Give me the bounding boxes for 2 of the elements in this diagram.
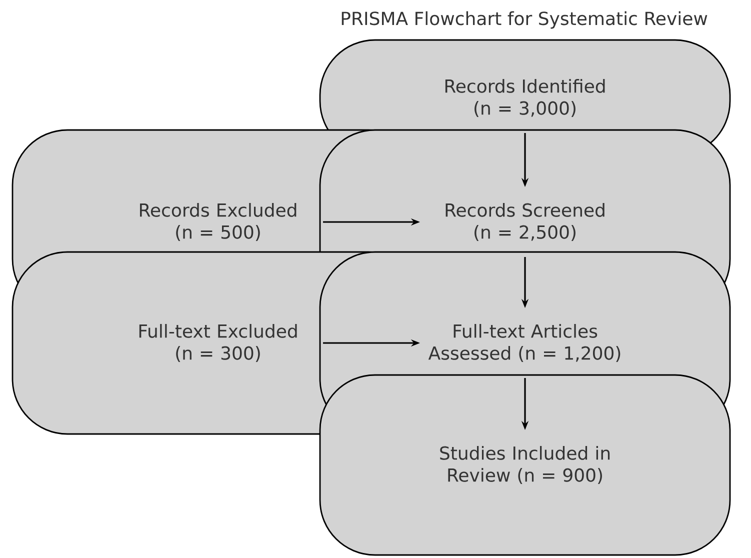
title: PRISMA Flowchart for Systematic Review — [342, 11, 708, 29]
process-box: Studies Included in Review (n = 900) — [319, 374, 731, 556]
